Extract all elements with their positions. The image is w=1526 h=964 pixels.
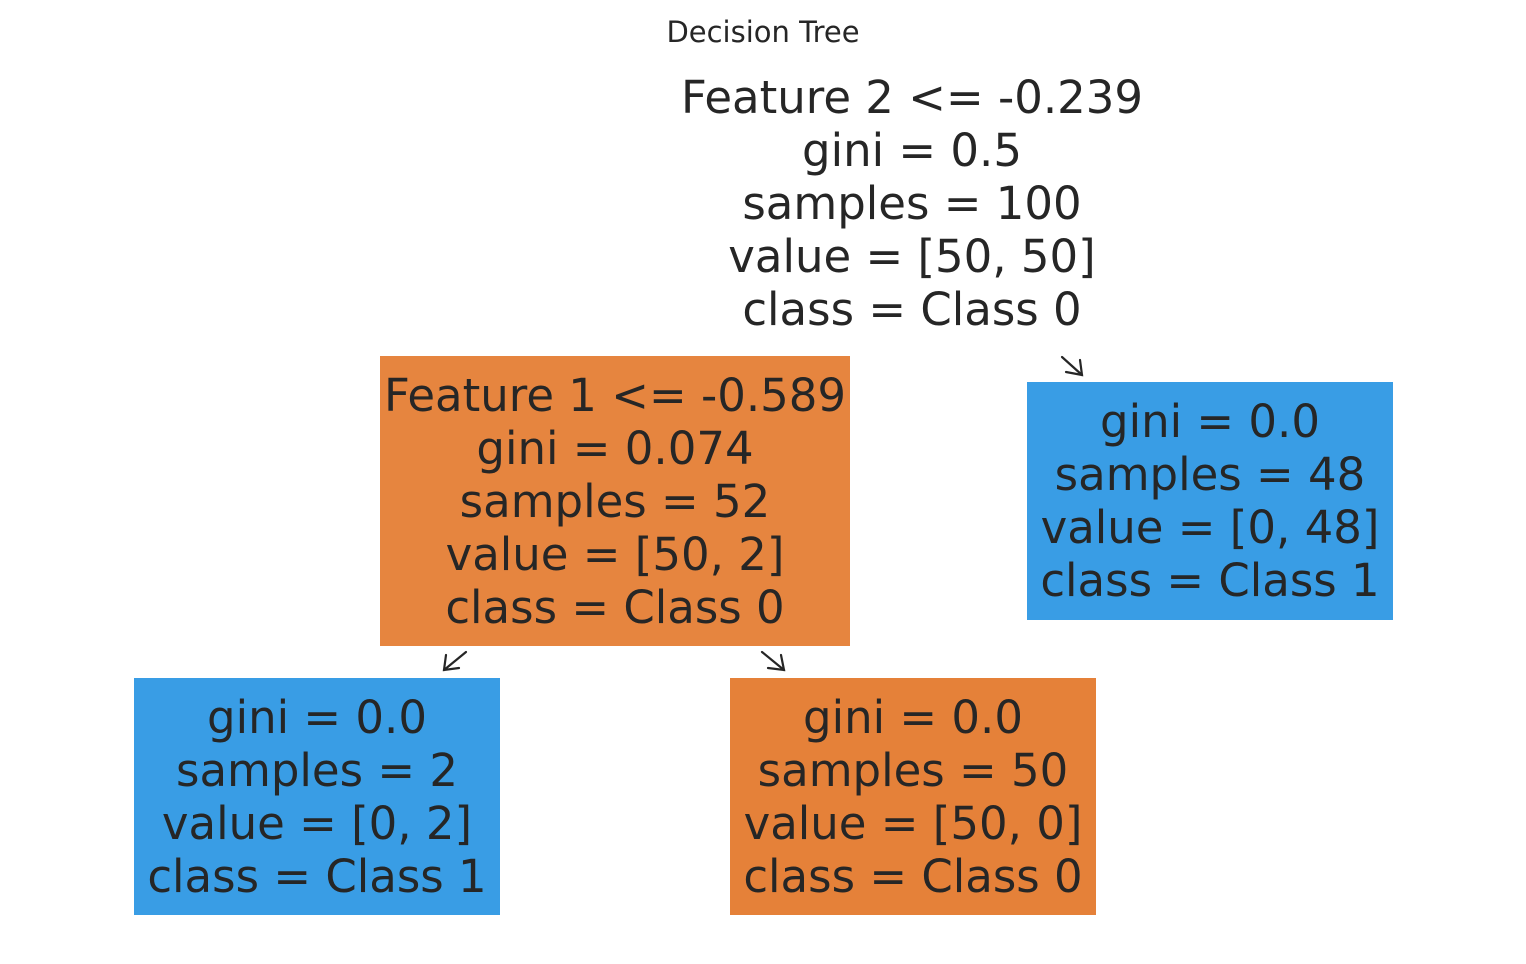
node-value-text: value = [50, 0] — [743, 796, 1083, 850]
node-split-text: Feature 2 <= -0.239 — [680, 70, 1144, 124]
node-value-text: value = [50, 2] — [445, 527, 785, 581]
node-gini-text: gini = 0.0 — [803, 690, 1023, 744]
edge-left-to-left-right-arrow — [760, 650, 786, 672]
edge-root-to-right-arrow — [1060, 355, 1084, 377]
tree-node-left-left-leaf: gini = 0.0 samples = 2 value = [0, 2] cl… — [134, 678, 500, 915]
node-samples-text: samples = 52 — [459, 474, 771, 528]
node-class-text: class = Class 0 — [743, 849, 1083, 903]
node-class-text: class = Class 1 — [1040, 554, 1380, 607]
node-gini-text: gini = 0.074 — [476, 421, 754, 475]
node-class-text: class = Class 0 — [445, 580, 785, 634]
edge-left-to-left-left-arrow — [442, 650, 468, 672]
tree-node-right-leaf: gini = 0.0 samples = 48 value = [0, 48] … — [1027, 382, 1393, 620]
node-samples-text: samples = 50 — [757, 743, 1069, 797]
tree-node-left: Feature 1 <= -0.589 gini = 0.074 samples… — [380, 356, 850, 646]
tree-node-root: Feature 2 <= -0.239 gini = 0.5 samples =… — [612, 70, 1212, 336]
node-gini-text: gini = 0.0 — [207, 690, 427, 744]
node-split-text: Feature 1 <= -0.589 — [383, 368, 847, 422]
node-class-text: class = Class 1 — [147, 849, 487, 903]
node-samples-text: samples = 48 — [1054, 448, 1366, 501]
tree-node-left-right-leaf: gini = 0.0 samples = 50 value = [50, 0] … — [730, 678, 1096, 915]
node-class-text: class = Class 0 — [742, 282, 1082, 336]
diagram-title: Decision Tree — [666, 15, 860, 49]
node-gini-text: gini = 0.5 — [802, 123, 1022, 177]
node-value-text: value = [0, 2] — [161, 796, 473, 850]
node-samples-text: samples = 2 — [176, 743, 458, 797]
node-value-text: value = [0, 48] — [1040, 501, 1380, 554]
node-value-text: value = [50, 50] — [728, 229, 1096, 283]
node-gini-text: gini = 0.0 — [1100, 395, 1320, 448]
node-samples-text: samples = 100 — [742, 176, 1082, 230]
